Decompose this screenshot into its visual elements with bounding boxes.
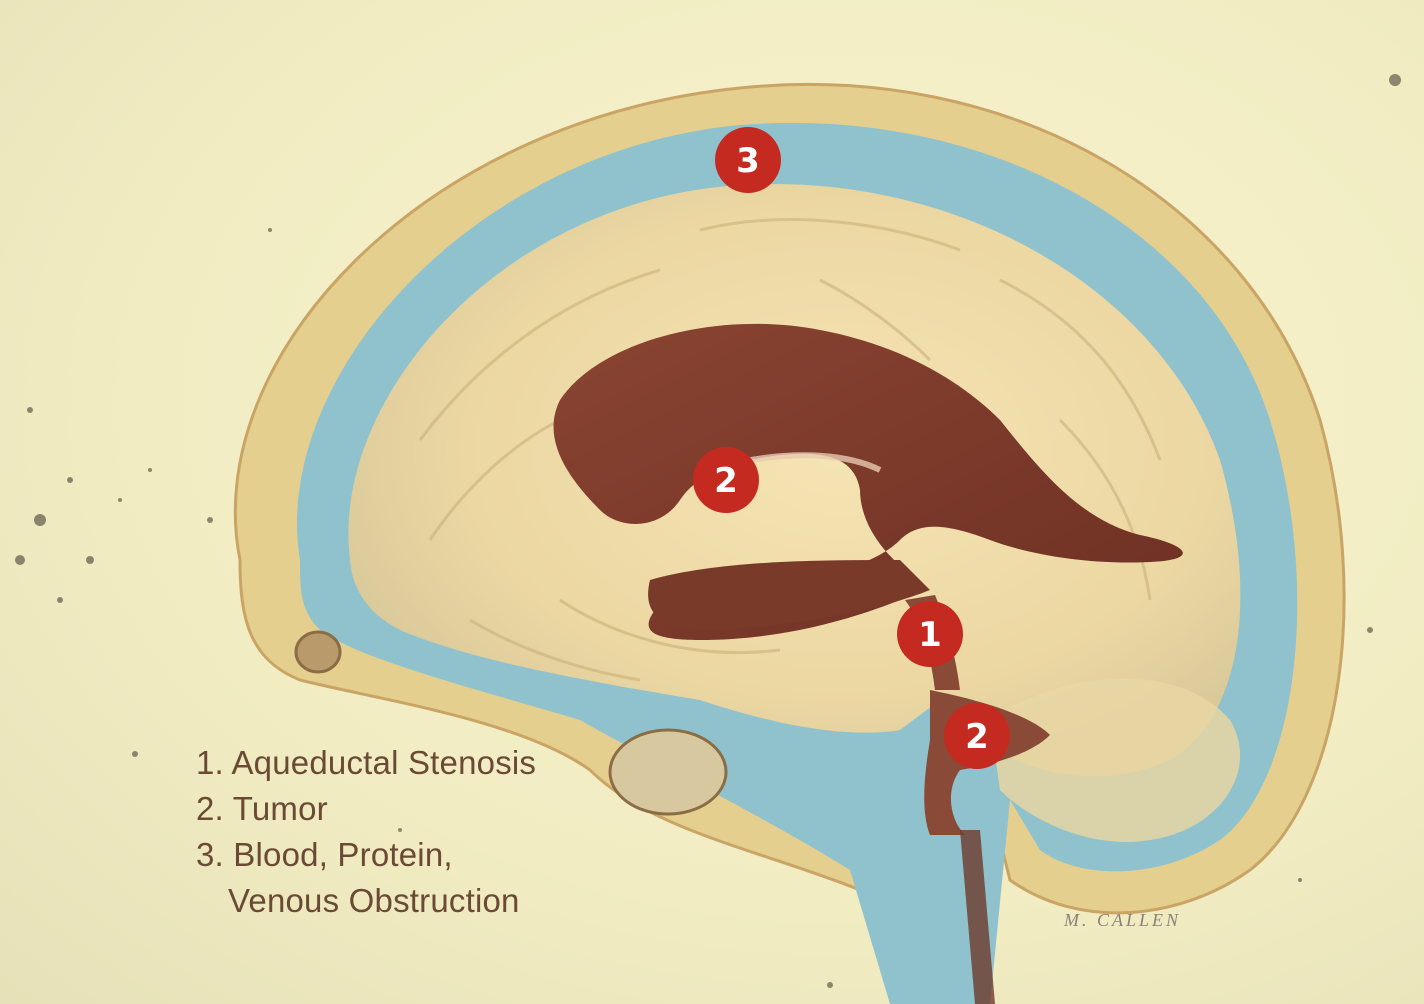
marker-2-ventricle: 2 xyxy=(693,447,759,513)
marker-2-fourth-label: 2 xyxy=(965,717,989,757)
sella-turcica xyxy=(610,730,726,814)
marker-2-ventricle-label: 2 xyxy=(714,461,738,501)
frontal-sinus xyxy=(296,632,340,672)
artist-signature: M. CALLEN xyxy=(1064,910,1181,931)
marker-3-label: 3 xyxy=(736,141,760,181)
legend-item-3: 3. Blood, Protein, xyxy=(196,832,536,878)
legend-item-3-continued: Venous Obstruction xyxy=(196,878,536,924)
legend: 1. Aqueductal Stenosis 2. Tumor 3. Blood… xyxy=(196,740,536,924)
marker-1-label: 1 xyxy=(918,615,942,655)
legend-item-2: 2. Tumor xyxy=(196,786,536,832)
marker-1-aqueduct: 1 xyxy=(897,601,963,667)
marker-3-top: 3 xyxy=(715,127,781,193)
marker-2-fourth: 2 xyxy=(944,703,1010,769)
legend-item-1: 1. Aqueductal Stenosis xyxy=(196,740,536,786)
